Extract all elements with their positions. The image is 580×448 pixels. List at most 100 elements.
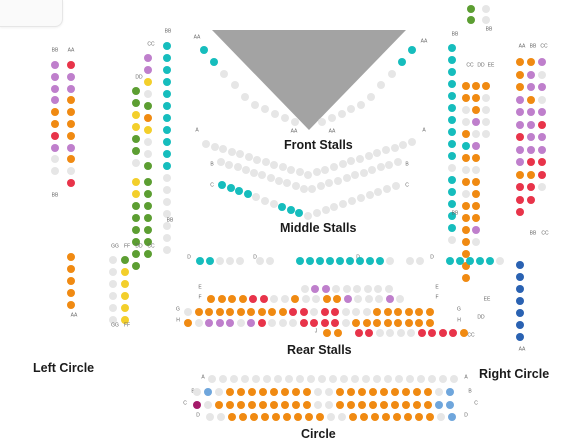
seat[interactable] xyxy=(482,16,490,24)
seat[interactable] xyxy=(354,295,362,303)
seat[interactable] xyxy=(516,195,524,204)
seat[interactable] xyxy=(516,297,524,305)
seat[interactable] xyxy=(338,413,346,421)
seat[interactable] xyxy=(333,329,342,337)
seat[interactable] xyxy=(278,163,287,172)
seat[interactable] xyxy=(51,155,59,164)
seat[interactable] xyxy=(316,413,324,421)
seat[interactable] xyxy=(236,319,245,327)
seat[interactable] xyxy=(249,295,257,303)
seat[interactable] xyxy=(467,16,475,24)
seat[interactable] xyxy=(318,375,326,383)
seat[interactable] xyxy=(327,413,335,421)
seat[interactable] xyxy=(538,120,546,129)
seat[interactable] xyxy=(417,329,426,337)
seat[interactable] xyxy=(538,170,546,179)
seat[interactable] xyxy=(303,401,311,409)
seat[interactable] xyxy=(227,147,236,156)
seat[interactable] xyxy=(538,58,546,66)
seat[interactable] xyxy=(283,179,292,188)
seat[interactable] xyxy=(270,160,278,169)
seat[interactable] xyxy=(446,388,454,396)
seat[interactable] xyxy=(516,145,524,154)
seat[interactable] xyxy=(292,401,300,409)
seat[interactable] xyxy=(295,168,304,177)
seat[interactable] xyxy=(406,375,414,383)
seat[interactable] xyxy=(408,138,416,146)
seat[interactable] xyxy=(257,319,266,327)
seat[interactable] xyxy=(163,66,171,74)
seat[interactable] xyxy=(281,401,289,409)
seat[interactable] xyxy=(286,205,295,214)
seat[interactable] xyxy=(373,375,381,383)
seat[interactable] xyxy=(448,44,456,52)
seat[interactable] xyxy=(226,319,234,327)
seat[interactable] xyxy=(396,295,404,303)
seat[interactable] xyxy=(368,166,377,174)
seat[interactable] xyxy=(132,159,140,167)
seat[interactable] xyxy=(67,167,75,176)
seat[interactable] xyxy=(376,257,384,265)
seat[interactable] xyxy=(353,285,361,293)
seat[interactable] xyxy=(67,108,75,117)
seat[interactable] xyxy=(428,375,436,383)
seat[interactable] xyxy=(270,388,278,396)
seat[interactable] xyxy=(472,214,480,222)
seat[interactable] xyxy=(278,308,287,316)
seat[interactable] xyxy=(407,329,415,337)
seat[interactable] xyxy=(202,140,210,148)
seat[interactable] xyxy=(163,174,171,182)
seat[interactable] xyxy=(144,150,152,158)
seat[interactable] xyxy=(291,182,300,190)
seat[interactable] xyxy=(241,166,250,174)
seat[interactable] xyxy=(337,109,346,118)
seat[interactable] xyxy=(348,197,356,205)
seat[interactable] xyxy=(376,163,385,172)
seat[interactable] xyxy=(320,319,329,327)
seat[interactable] xyxy=(253,155,261,164)
seat[interactable] xyxy=(320,308,329,316)
seat[interactable] xyxy=(330,203,339,211)
seat[interactable] xyxy=(310,308,318,316)
seat[interactable] xyxy=(385,160,394,169)
seat[interactable] xyxy=(342,174,351,182)
seat[interactable] xyxy=(358,401,366,409)
seat[interactable] xyxy=(386,329,394,337)
seat[interactable] xyxy=(132,135,140,143)
seat[interactable] xyxy=(109,268,117,276)
seat[interactable] xyxy=(109,292,117,300)
seat[interactable] xyxy=(462,238,470,246)
seat[interactable] xyxy=(516,208,524,216)
seat[interactable] xyxy=(261,196,269,205)
seat[interactable] xyxy=(527,95,535,104)
seat[interactable] xyxy=(362,375,370,383)
seat[interactable] xyxy=(252,193,261,202)
seat[interactable] xyxy=(336,401,344,409)
seat[interactable] xyxy=(425,319,434,327)
seat[interactable] xyxy=(310,319,318,327)
seat[interactable] xyxy=(472,94,480,102)
seat[interactable] xyxy=(390,143,399,152)
seat[interactable] xyxy=(312,168,321,177)
seat[interactable] xyxy=(256,257,264,265)
seat[interactable] xyxy=(424,388,432,396)
seat[interactable] xyxy=(51,143,59,152)
seat[interactable] xyxy=(374,188,383,196)
seat[interactable] xyxy=(391,401,399,409)
seat[interactable] xyxy=(365,329,373,337)
seat[interactable] xyxy=(243,190,252,199)
seat[interactable] xyxy=(281,113,289,122)
seat[interactable] xyxy=(352,319,360,327)
seat[interactable] xyxy=(51,84,59,93)
seat[interactable] xyxy=(274,375,282,383)
seat[interactable] xyxy=(424,401,432,409)
seat[interactable] xyxy=(516,183,524,191)
seat[interactable] xyxy=(516,120,524,129)
seat[interactable] xyxy=(144,226,152,234)
seat[interactable] xyxy=(415,413,423,421)
seat[interactable] xyxy=(462,94,470,102)
seat[interactable] xyxy=(472,82,480,90)
seat[interactable] xyxy=(163,90,171,98)
seat[interactable] xyxy=(462,274,470,282)
seat[interactable] xyxy=(395,375,403,383)
